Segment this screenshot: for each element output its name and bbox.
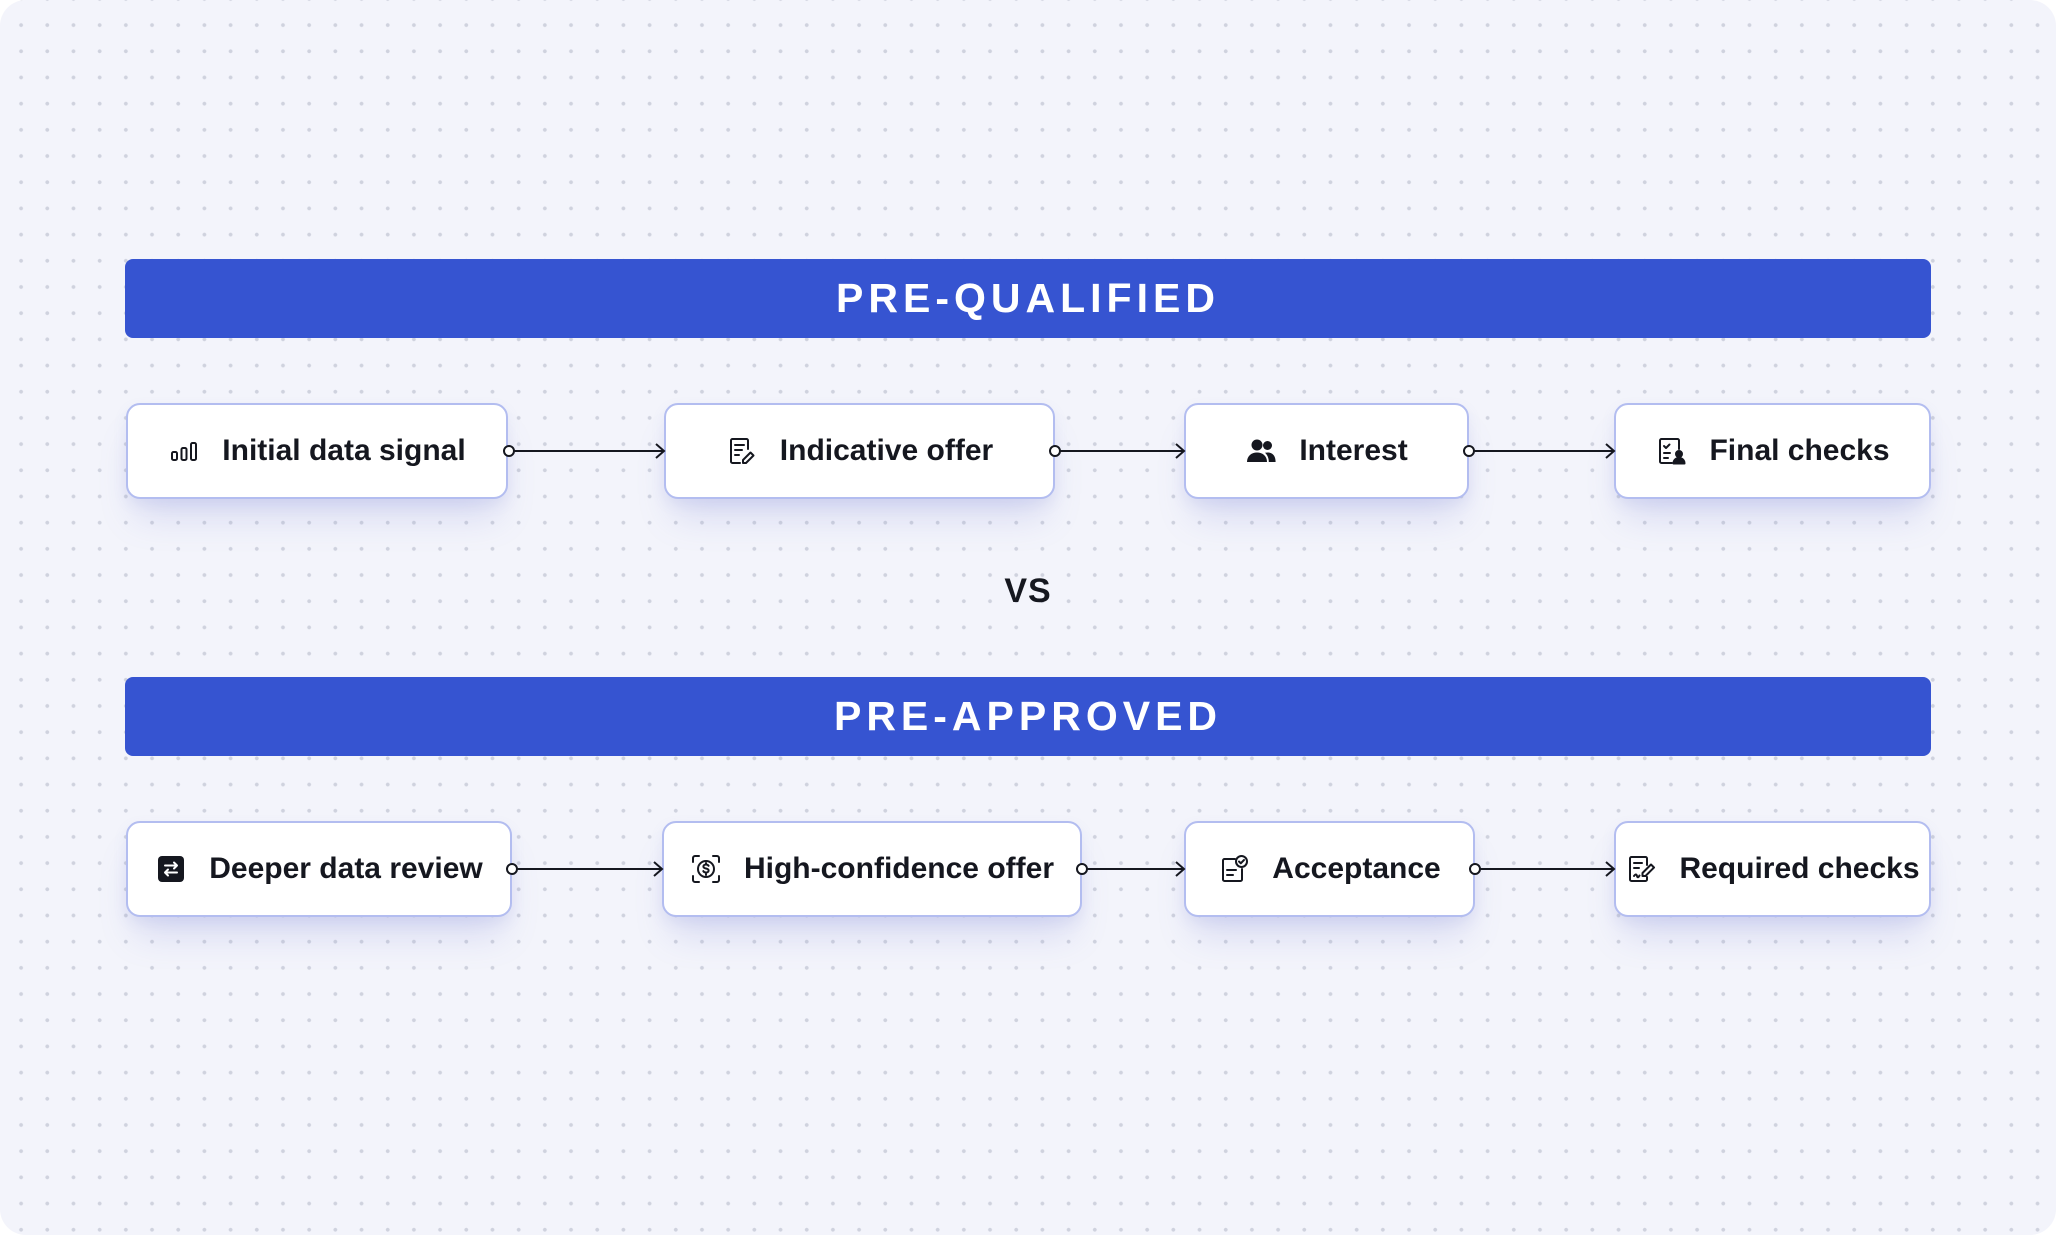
step-label: High-confidence offer: [743, 852, 1054, 885]
connector-arrow: [1462, 441, 1618, 461]
users-icon: [1245, 435, 1277, 467]
step-initial-data-signal: Initial data signal: [126, 403, 508, 499]
pre-approved-banner: PRE-APPROVED: [125, 677, 1931, 756]
connector-arrow: [502, 441, 668, 461]
bar-chart-icon: [168, 435, 200, 467]
step-deeper-data-review: Deeper data review: [126, 821, 512, 917]
connector-arrow: [1468, 859, 1618, 879]
clipboard-check-icon: [1218, 853, 1250, 885]
step-label: Acceptance: [1272, 852, 1441, 885]
step-label: Required checks: [1679, 852, 1920, 885]
vs-divider: VS: [1004, 572, 1052, 610]
step-label: Indicative offer: [779, 434, 994, 467]
step-interest: Interest: [1184, 403, 1469, 499]
step-label: Final checks: [1709, 434, 1890, 467]
connector-arrow: [505, 859, 666, 879]
document-sign-icon: [1625, 853, 1657, 885]
connector-arrow: [1048, 441, 1188, 461]
step-final-checks: Final checks: [1614, 403, 1931, 499]
pre-approved-title: PRE-APPROVED: [833, 693, 1223, 739]
dollar-scan-icon: [690, 853, 722, 885]
step-indicative-offer: Indicative offer: [664, 403, 1055, 499]
step-high-confidence-offer: High-confidence offer: [662, 821, 1082, 917]
pre-qualified-banner: PRE-QUALIFIED: [125, 259, 1931, 338]
pre-qualified-title: PRE-QUALIFIED: [836, 275, 1220, 321]
step-label: Deeper data review: [209, 852, 483, 885]
step-required-checks: Required checks: [1614, 821, 1931, 917]
connector-arrow: [1075, 859, 1188, 879]
transfer-icon: [155, 853, 187, 885]
step-acceptance: Acceptance: [1184, 821, 1475, 917]
document-edit-icon: [726, 435, 758, 467]
checklist-person-icon: [1655, 435, 1687, 467]
step-label: Interest: [1299, 434, 1408, 467]
step-label: Initial data signal: [222, 434, 466, 467]
